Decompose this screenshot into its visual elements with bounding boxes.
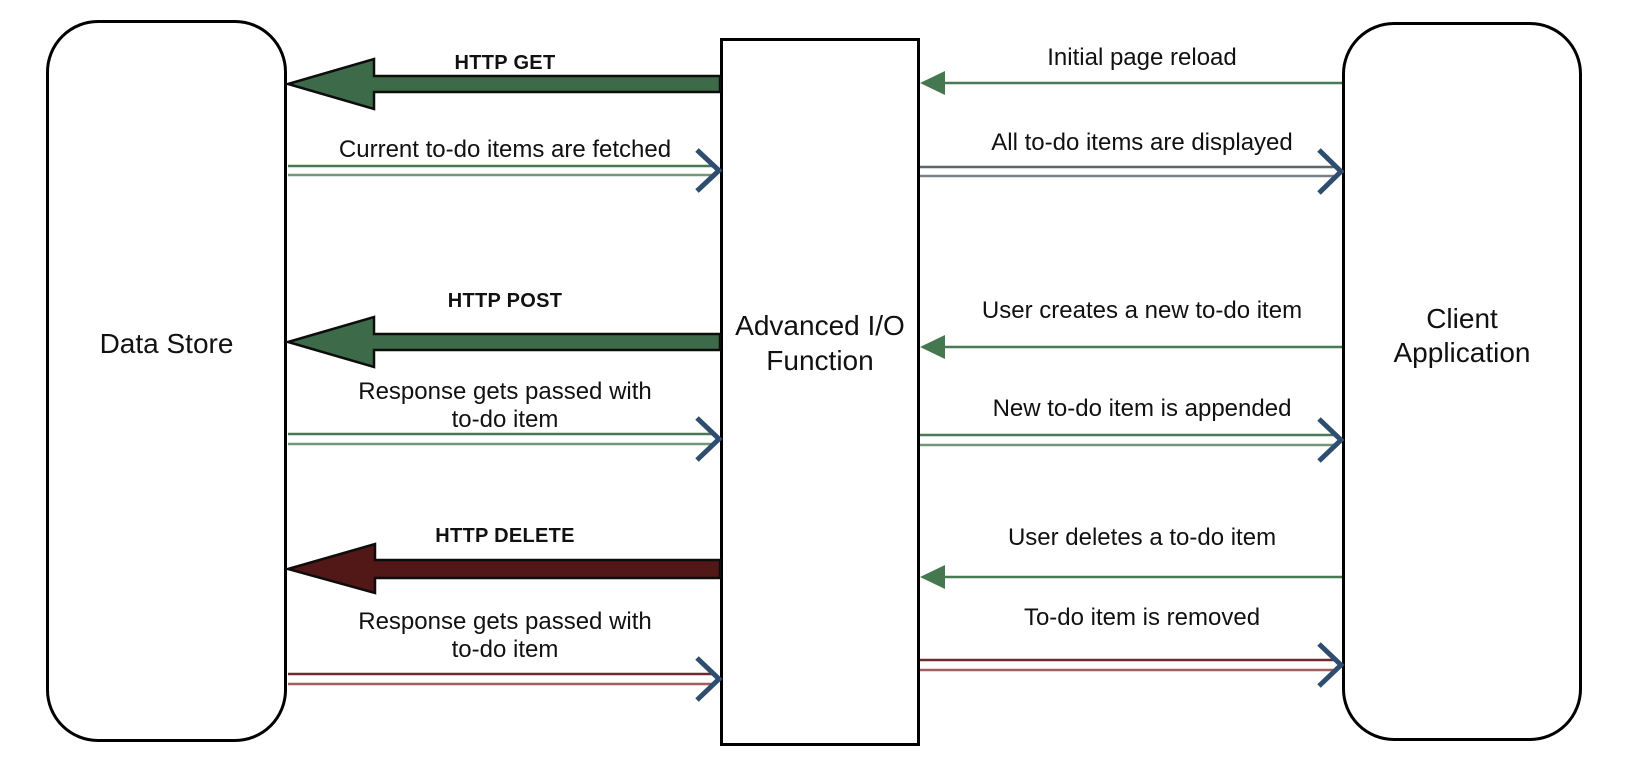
edge-http-delete-arrow	[283, 542, 722, 595]
edge-label-response-post: Response gets passed with to-do item	[358, 378, 652, 434]
node-io-function-label-line2: Function	[766, 345, 874, 376]
edge-label-response-delete-line2: to-do item	[451, 636, 559, 663]
edge-label-response-delete-line1: Response gets passed with	[358, 608, 652, 635]
edge-http-post	[283, 315, 722, 369]
edge-label-items-displayed: All to-do items are displayed	[991, 129, 1293, 156]
edge-response-delete	[288, 656, 723, 702]
edge-http-post-arrow	[283, 315, 722, 369]
chevron-right-icon	[1317, 148, 1345, 195]
edge-item-removed	[920, 642, 1345, 688]
edge-label-item-appended: New to-do item is appended	[992, 395, 1292, 422]
edge-label-item-removed: To-do item is removed	[1023, 604, 1261, 631]
edge-user-deletes-item	[920, 565, 1342, 589]
node-io-function: Advanced I/O Function	[720, 38, 920, 746]
edge-http-delete	[283, 542, 722, 595]
chevron-right-icon	[695, 656, 723, 702]
node-client-app-label-line1: Client	[1426, 303, 1498, 334]
edge-user-creates-item	[920, 335, 1342, 359]
edge-label-response-post-line1: Response gets passed with	[358, 378, 652, 405]
edge-label-response-post-line2: to-do item	[451, 406, 559, 433]
edge-label-user-creates: User creates a new to-do item	[981, 297, 1303, 324]
node-io-function-label-line1: Advanced I/O	[735, 310, 905, 341]
edge-item-appended	[920, 417, 1345, 463]
chevron-right-icon	[695, 416, 723, 462]
chevron-right-icon	[1317, 417, 1345, 463]
edge-label-items-fetched: Current to-do items are fetched	[338, 136, 672, 163]
edge-label-user-deletes: User deletes a to-do item	[1007, 524, 1277, 551]
chevron-right-icon	[1317, 642, 1345, 688]
node-data-store: Data Store	[46, 20, 287, 742]
node-client-app-label-line2: Application	[1393, 337, 1531, 368]
chevron-right-icon	[695, 148, 723, 193]
arrowhead-left-icon	[920, 71, 945, 95]
arrowhead-left-icon	[920, 565, 945, 589]
edge-label-http-get: HTTP GET	[454, 52, 556, 74]
edge-label-http-post: HTTP POST	[447, 290, 563, 312]
edge-label-response-delete: Response gets passed with to-do item	[358, 608, 652, 664]
edge-label-initial-reload: Initial page reload	[1047, 44, 1237, 71]
edge-label-http-delete: HTTP DELETE	[435, 525, 575, 547]
node-client-app: Client Application	[1342, 22, 1582, 741]
node-data-store-label: Data Store	[99, 328, 234, 359]
edge-initial-page-reload	[920, 71, 1342, 95]
arrowhead-left-icon	[920, 335, 945, 359]
